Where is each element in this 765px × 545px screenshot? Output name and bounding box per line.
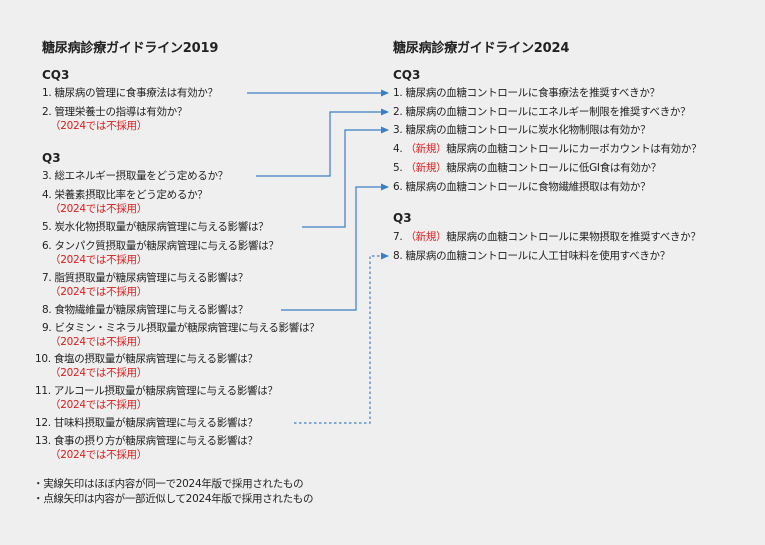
item-number: 7.	[393, 231, 403, 243]
right-item-7: 7. （新規）糖尿病の血糖コントロールに果物摂取を推奨すべきか？	[393, 231, 701, 244]
item-text: 糖尿病の管理に食事療法は有効か？	[54, 87, 218, 99]
left-item-6-note: （2024では不採用）	[50, 254, 147, 266]
arrow-12-to-8-dashed	[294, 252, 389, 424]
item-text: 炭水化物摂取量が糖尿病管理に与える影響は？	[54, 221, 269, 233]
arrow-5-to-3	[302, 126, 389, 228]
right-q3-label: Q3	[393, 211, 412, 225]
item-number: 1.	[393, 87, 403, 99]
left-item-6: 6. タンパク質摂取量が糖尿病管理に与える影響は？	[42, 240, 279, 253]
left-item-7: 7. 脂質摂取量が糖尿病管理に与える影響は？	[42, 272, 248, 285]
right-item-1: 1. 糖尿病の血糖コントロールに食事療法を推奨すべきか？	[393, 87, 660, 100]
left-item-3: 3. 総エネルギー摂取量をどう定めるか？	[42, 170, 228, 183]
item-text: ビタミン・ミネラル摂取量が糖尿病管理に与える影響は？	[54, 322, 320, 334]
item-text: 糖尿病の血糖コントロールにエネルギー制限を推奨すべきか？	[405, 106, 691, 118]
item-text: 食事の摂り方が糖尿病管理に与える影響は？	[53, 435, 258, 447]
item-number: 8.	[42, 304, 52, 316]
left-item-8: 8. 食物繊維量が糖尿病管理に与える影響は？	[42, 304, 248, 317]
left-item-9: 9. ビタミン・ミネラル摂取量が糖尿病管理に与える影響は？	[42, 322, 320, 335]
left-item-11: 11. アルコール摂取量が糖尿病管理に与える影響は？	[35, 385, 278, 398]
right-title: 糖尿病診療ガイドライン2024	[393, 41, 570, 56]
left-item-10-note: （2024では不採用）	[50, 367, 147, 379]
item-number: 12.	[35, 417, 51, 429]
item-text: 糖尿病の血糖コントロールにカーボカウントは有効か？	[446, 143, 702, 155]
item-number: 7.	[42, 272, 52, 284]
item-number: 11.	[35, 385, 51, 397]
item-text: 脂質摂取量が糖尿病管理に与える影響は？	[54, 272, 248, 284]
arrow-3-to-2	[256, 108, 389, 177]
new-tag: （新規）	[405, 162, 447, 174]
item-text: 食塩の摂取量が糖尿病管理に与える影響は？	[53, 353, 258, 365]
right-item-8: 8. 糖尿病の血糖コントロールに人工甘味料を使用すべきか？	[393, 250, 670, 263]
left-item-1: 1. 糖尿病の管理に食事療法は有効か？	[42, 87, 218, 100]
item-text: 糖尿病の血糖コントロールに炭水化物制限は有効か？	[405, 124, 651, 136]
right-item-5: 5. （新規）糖尿病の血糖コントロールに低GI食は有効か？	[393, 162, 661, 175]
item-number: 3.	[393, 124, 403, 136]
left-item-2: 2. 管理栄養士の指導は有効か？	[42, 106, 187, 119]
left-q3-label: Q3	[42, 151, 61, 165]
right-item-4: 4. （新規）糖尿病の血糖コントロールにカーボカウントは有効か？	[393, 143, 702, 156]
right-cq3-label: CQ3	[393, 68, 421, 82]
left-item-13: 13. 食事の摂り方が糖尿病管理に与える影響は？	[35, 435, 258, 448]
item-number: 8.	[393, 250, 403, 262]
new-tag: （新規）	[405, 143, 447, 155]
left-item-5: 5. 炭水化物摂取量が糖尿病管理に与える影響は？	[42, 221, 269, 234]
item-number: 3.	[42, 170, 52, 182]
right-item-6: 6. 糖尿病の血糖コントロールに食物繊維摂取は有効か？	[393, 181, 651, 194]
item-text: 糖尿病の血糖コントロールに食物繊維摂取は有効か？	[405, 181, 651, 193]
item-number: 4.	[393, 143, 403, 155]
left-item-11-note: （2024では不採用）	[50, 399, 147, 411]
footnote-solid: ・実線矢印はほぼ内容が同一で2024年版で採用されたもの	[33, 478, 304, 490]
item-number: 2.	[393, 106, 403, 118]
item-number: 5.	[393, 162, 403, 174]
left-item-4: 4. 栄養素摂取比率をどう定めるか？	[42, 189, 208, 202]
left-item-12: 12. 甘味料摂取量が糖尿病管理に与える影響は？	[35, 417, 258, 430]
item-number: 13.	[35, 435, 51, 447]
item-number: 6.	[42, 240, 52, 252]
item-text: 管理栄養士の指導は有効か？	[54, 106, 188, 118]
left-item-13-note: （2024では不採用）	[50, 449, 147, 461]
new-tag: （新規）	[405, 231, 447, 243]
item-text: アルコール摂取量が糖尿病管理に与える影響は？	[53, 385, 278, 397]
item-number: 9.	[42, 322, 52, 334]
item-text: 糖尿病の血糖コントロールに果物摂取を推奨すべきか？	[446, 231, 701, 243]
item-number: 10.	[35, 353, 51, 365]
left-item-2-note: （2024では不採用）	[50, 120, 147, 132]
item-text: 食物繊維量が糖尿病管理に与える影響は？	[54, 304, 248, 316]
item-text: タンパク質摂取量が糖尿病管理に与える影響は？	[54, 240, 279, 252]
left-cq3-label: CQ3	[42, 68, 70, 82]
left-title: 糖尿病診療ガイドライン2019	[42, 41, 219, 56]
item-text: 栄養素摂取比率をどう定めるか？	[54, 189, 208, 201]
right-item-3: 3. 糖尿病の血糖コントロールに炭水化物制限は有効か？	[393, 124, 651, 137]
item-number: 4.	[42, 189, 52, 201]
left-item-9-note: （2024では不採用）	[50, 336, 147, 348]
item-text: 糖尿病の血糖コントロールに食事療法を推奨すべきか？	[405, 87, 660, 99]
item-number: 5.	[42, 221, 52, 233]
item-text: 糖尿病の血糖コントロールに低GI食は有効か？	[446, 162, 661, 174]
right-item-2: 2. 糖尿病の血糖コントロールにエネルギー制限を推奨すべきか？	[393, 106, 691, 119]
footnote-dashed: ・点線矢印は内容が一部近似して2024年版で採用されたもの	[33, 493, 314, 505]
left-item-10: 10. 食塩の摂取量が糖尿病管理に与える影響は？	[35, 353, 258, 366]
left-item-7-note: （2024では不採用）	[50, 286, 147, 298]
item-text: 甘味料摂取量が糖尿病管理に与える影響は？	[53, 417, 258, 429]
left-item-4-note: （2024では不採用）	[50, 203, 147, 215]
item-number: 2.	[42, 106, 52, 118]
item-number: 6.	[393, 181, 403, 193]
item-number: 1.	[42, 87, 52, 99]
item-text: 糖尿病の血糖コントロールに人工甘味料を使用すべきか？	[405, 250, 670, 262]
item-text: 総エネルギー摂取量をどう定めるか？	[54, 170, 228, 182]
arrow-8-to-6	[281, 183, 389, 311]
